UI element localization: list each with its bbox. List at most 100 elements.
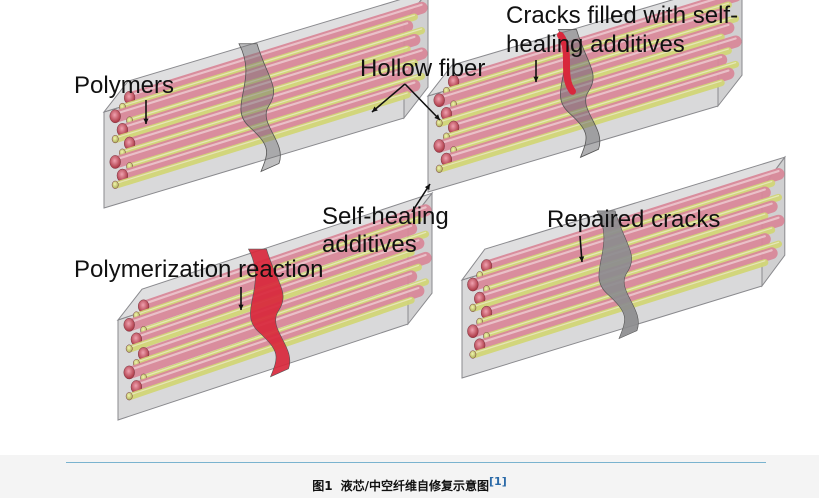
hollow-fiber: [478, 226, 776, 326]
arrow-polymerization: [238, 287, 244, 310]
fiber-highlight: [137, 264, 420, 363]
block-polymerization: [116, 191, 434, 421]
label-hollow-fiber: Hollow fiber: [360, 55, 486, 82]
fiber-highlight: [123, 35, 416, 128]
fiber-end-cap: [467, 324, 479, 339]
hollow-fiber: [444, 1, 732, 95]
block-polymers: [102, 0, 429, 209]
label-polymerization: Polymerization reaction: [74, 256, 324, 283]
fiber-end-cap: [469, 350, 477, 359]
polymer-fiber: [482, 168, 785, 273]
fiber-highlight: [144, 231, 427, 330]
fiber-highlight: [481, 180, 773, 275]
fiber-highlight: [454, 16, 737, 104]
polymer-fiber: [125, 1, 428, 104]
fiber-highlight: [481, 227, 773, 321]
arrow-polymers: [143, 100, 149, 124]
fiber-highlight: [144, 279, 427, 377]
hollow-fiber: [444, 47, 732, 141]
fiber-highlight: [137, 217, 420, 315]
polymer-fiber: [449, 0, 740, 88]
fiber-end-cap: [435, 164, 443, 173]
arrow-self-healing: [411, 183, 431, 213]
polymer-fiber: [449, 35, 742, 134]
hollow-fiber: [485, 193, 783, 293]
fiber-highlight: [454, 0, 716, 80]
fiber-highlight: [116, 22, 409, 115]
fiber-highlight: [487, 169, 780, 265]
fiber-highlight: [123, 14, 416, 106]
fiber-highlight: [487, 195, 780, 289]
figure-caption: 图1 液芯/中空纤维自修复示意图[1]: [0, 475, 819, 494]
label-repaired-cracks: Repaired cracks: [547, 206, 721, 233]
polymerizing-crack: [248, 248, 291, 378]
arrow-shaft: [404, 83, 441, 121]
hollow-fiber: [113, 45, 411, 143]
fiber-highlight: [144, 253, 427, 353]
arrow-hollow-fiber-right: [404, 83, 441, 121]
label-polymers: Polymers: [74, 72, 175, 99]
fiber-end-cap: [469, 303, 477, 312]
fiber-highlight: [116, 46, 408, 138]
arrow-repaired: [578, 235, 585, 263]
fiber-highlight: [116, 67, 409, 161]
fiber-highlight: [130, 297, 412, 396]
fiber-highlight: [130, 73, 423, 166]
hollow-fiber: [142, 230, 430, 334]
arrow-shaft: [411, 183, 431, 213]
fiber-end-cap: [125, 392, 133, 401]
hollow-fiber: [128, 72, 426, 170]
arrow-hollow-fiber-left: [371, 83, 406, 113]
fiber-end-cap: [123, 365, 135, 380]
fiber-highlight: [130, 49, 423, 142]
arrow-head: [238, 304, 244, 310]
hollow-fiber: [485, 240, 783, 340]
fiber-highlight: [144, 206, 427, 305]
arrow-head: [578, 256, 585, 262]
polymer-fiber: [139, 251, 432, 360]
polymer-fiber: [125, 47, 428, 150]
fiber-end-cap: [433, 139, 445, 153]
fiber-end-cap: [433, 93, 445, 108]
hollow-fiber: [134, 263, 422, 367]
hollow-fiber: [120, 13, 418, 111]
caption-text: 液芯/中空纤维自修复示意图: [340, 479, 490, 493]
arrow-head: [533, 76, 539, 82]
fiber-end-cap: [123, 317, 135, 332]
fiber-highlight: [454, 37, 737, 126]
arrow-head: [424, 184, 430, 190]
fiber-end-cap: [111, 135, 119, 144]
fiber-highlight: [487, 216, 780, 311]
hollow-fiber: [134, 216, 422, 320]
fiber-end-cap: [111, 180, 119, 189]
polymer-fiber: [118, 79, 421, 182]
hollow-fiber: [471, 259, 769, 359]
polymer-fiber: [111, 65, 414, 168]
arrow-shaft: [371, 83, 406, 113]
arrow-head: [143, 118, 149, 124]
label-self-healing-line1: Self-healing: [322, 203, 449, 230]
repaired-crack: [596, 210, 639, 340]
arrow-head: [372, 106, 378, 112]
self-healing-schematic: [102, 0, 787, 421]
caption-reference-link[interactable]: [1]: [489, 475, 507, 488]
label-self-healing-line2: additives: [322, 231, 417, 258]
block-repaired: [460, 155, 787, 379]
hollow-fiber: [127, 296, 415, 400]
polymer-fiber: [482, 214, 785, 319]
caption-number: 图1: [312, 479, 333, 493]
fiber-end-cap: [109, 155, 121, 169]
hollow-fiber: [128, 27, 426, 125]
hollow-fiber: [452, 15, 740, 109]
fiber-highlight: [454, 61, 737, 150]
hollow-fiber: [478, 179, 776, 279]
arrow-head: [434, 114, 440, 120]
fiber-highlight: [447, 2, 730, 90]
hollow-fiber: [142, 278, 430, 382]
hollow-fiber: [113, 91, 411, 189]
crack-filled-additive: [557, 31, 576, 95]
caption-area: 图1 液芯/中空纤维自修复示意图[1]: [0, 455, 819, 498]
arrow-cracks-filled: [533, 60, 539, 82]
polymer-fiber: [139, 204, 432, 313]
figure-area: Polymers Hollow fiber Cracks filled with…: [74, 0, 787, 421]
